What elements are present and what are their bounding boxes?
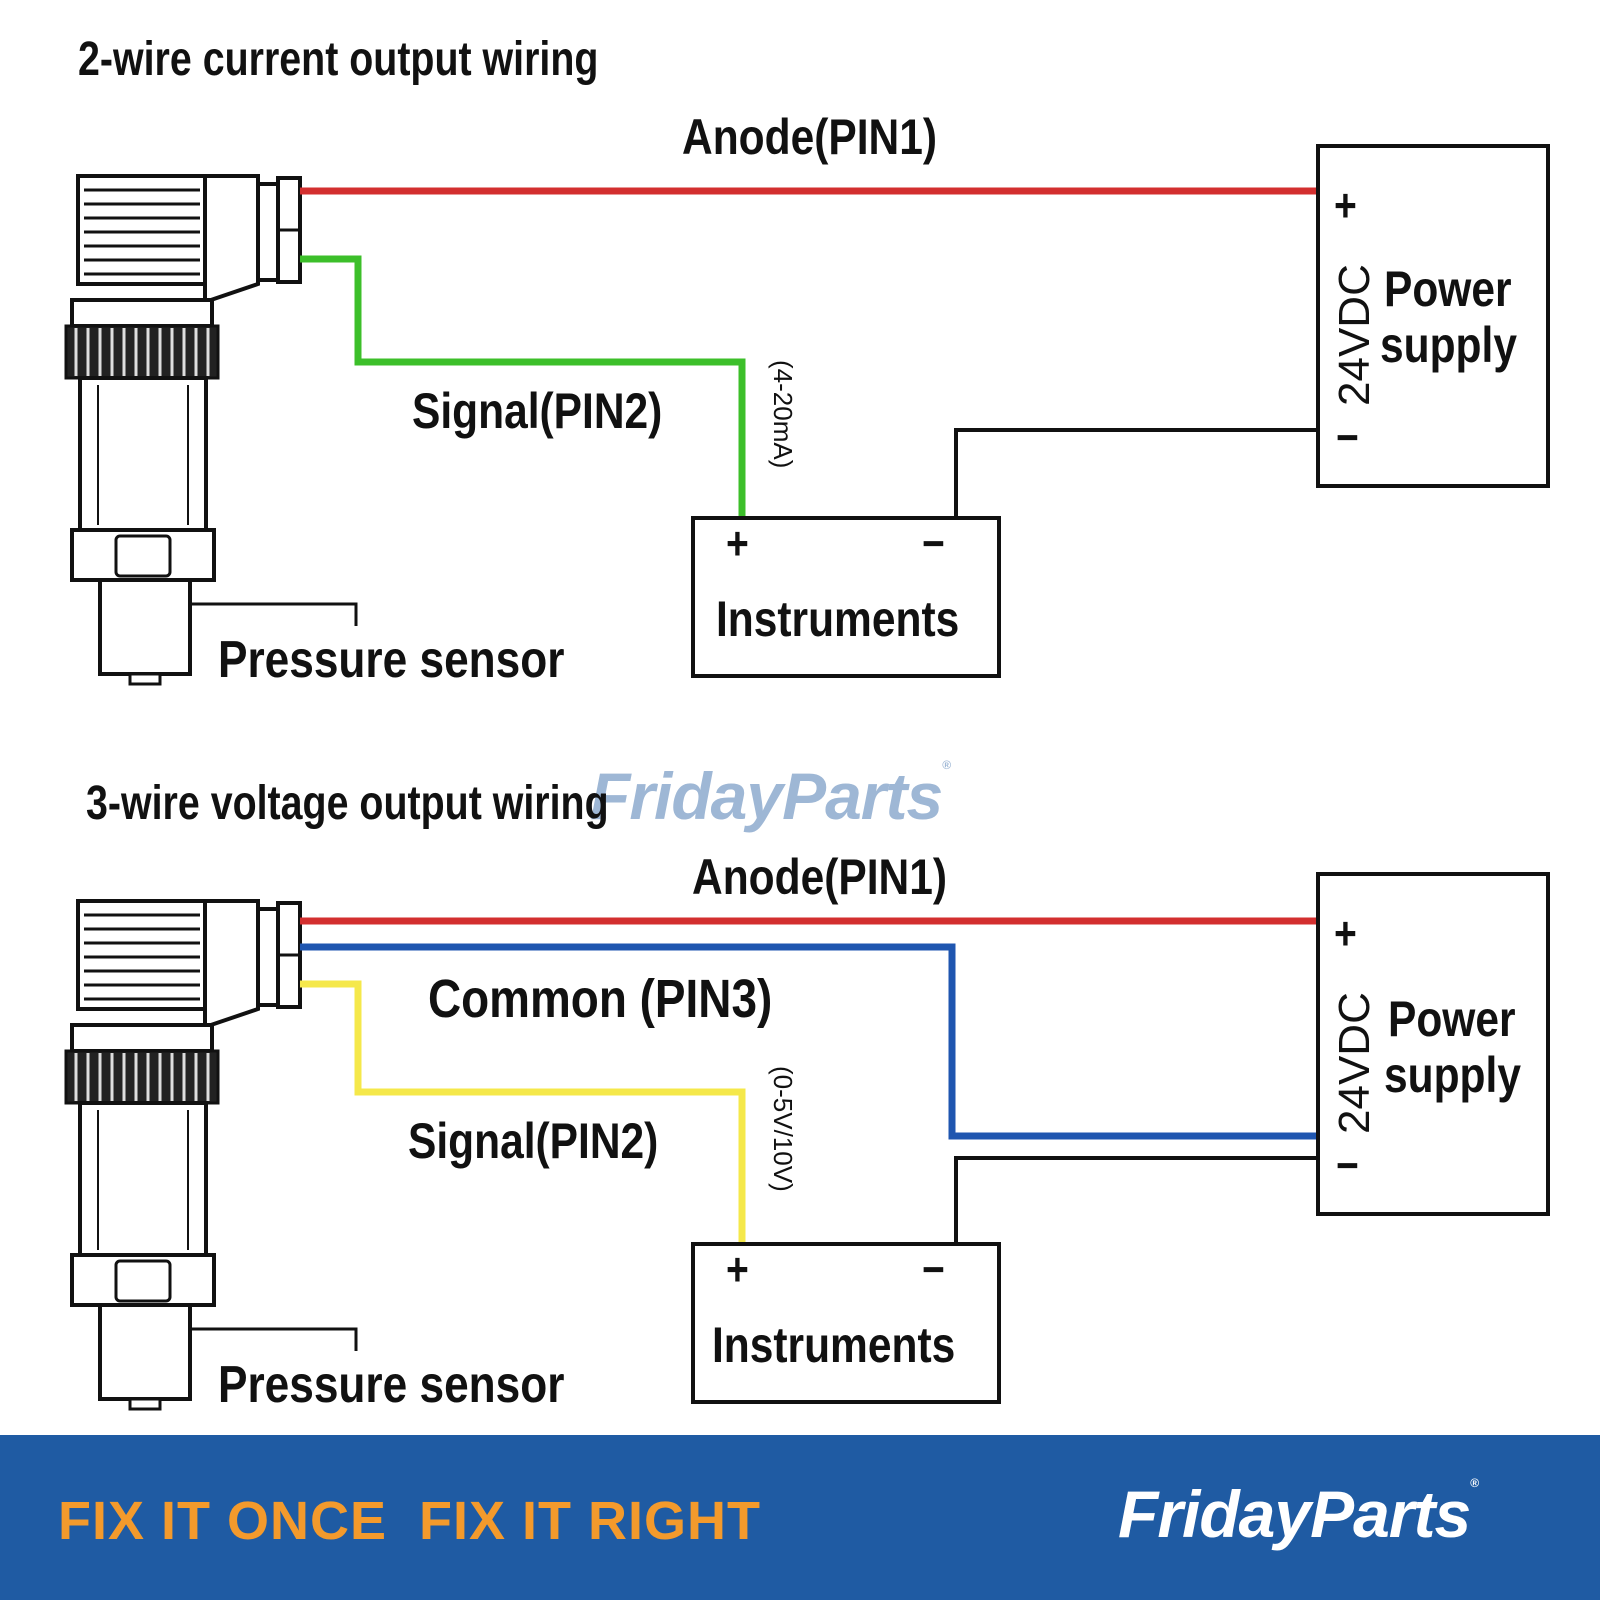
ground-wire-top (954, 428, 1318, 518)
instruments-box-bottom (691, 1242, 1001, 1404)
title-2-wire: 2-wire current output wiring (78, 33, 599, 86)
sensor-drawing-top (64, 174, 358, 686)
psu-label-line1-top: Power (1384, 261, 1512, 317)
psu-minus-bottom: − (1336, 1139, 1359, 1191)
instruments-label-bottom: Instruments (712, 1317, 956, 1373)
signal-wire-bottom (300, 980, 746, 1244)
footer-logo-text-b: Parts (1310, 1477, 1471, 1551)
ground-wire-bottom (954, 1156, 1318, 1244)
sensor-drawing-bottom (64, 899, 358, 1411)
psu-label-line1-bottom: Power (1388, 991, 1516, 1047)
watermark-logo: FridayParts® (590, 758, 951, 834)
signal-range-top: (4-20mA) (768, 360, 798, 469)
signal-label-bottom: Signal(PIN2) (408, 1113, 659, 1169)
footer-slogan: FIX IT ONCE FIX IT RIGHT (58, 1491, 762, 1551)
psu-voltage-top: 24VDC (1330, 264, 1379, 406)
psu-minus-top: − (1336, 411, 1359, 463)
psu-plus-bottom: + (1334, 907, 1357, 959)
signal-range-bottom: (0-5V/10V) (768, 1066, 798, 1192)
instruments-plus-top: + (726, 517, 749, 569)
wiring-diagram-svg (64, 144, 1550, 1411)
psu-plus-top: + (1334, 179, 1357, 231)
psu-label-line2-top: supply (1380, 317, 1517, 373)
anode-label-top: Anode(PIN1) (682, 109, 937, 165)
instruments-box-top (691, 516, 1001, 678)
title-3-wire: 3-wire voltage output wiring (86, 777, 609, 830)
watermark-text-b: Parts (782, 759, 943, 833)
watermark-text-a: Friday (590, 759, 783, 833)
wiring-diagram-canvas: 2-wire current output wiring Anode(PIN1)… (64, 33, 1550, 1414)
watermark-reg: ® (942, 758, 951, 772)
power-supply-box-bottom (1316, 872, 1550, 1216)
anode-label-bottom: Anode(PIN1) (692, 849, 947, 905)
sensor-label-top: Pressure sensor (218, 631, 565, 689)
signal-wire-top (300, 255, 746, 518)
signal-label-top: Signal(PIN2) (412, 383, 663, 439)
footer-logo-text-a: Friday (1118, 1477, 1311, 1551)
sensor-label-bottom: Pressure sensor (218, 1356, 565, 1414)
instruments-label-top: Instruments (716, 591, 960, 647)
footer-logo-reg: ® (1470, 1476, 1479, 1490)
power-supply-box-top (1316, 144, 1550, 488)
instruments-minus-bottom: − (922, 1243, 945, 1295)
instruments-minus-top: − (922, 517, 945, 569)
common-label-bottom: Common (PIN3) (428, 969, 773, 1029)
footer-logo: FridayParts® (1118, 1476, 1479, 1552)
instruments-plus-bottom: + (726, 1243, 749, 1295)
common-wire-bottom (300, 943, 1318, 1140)
footer-banner (0, 1435, 1600, 1600)
psu-voltage-bottom: 24VDC (1330, 992, 1379, 1134)
psu-label-line2-bottom: supply (1384, 1047, 1521, 1103)
